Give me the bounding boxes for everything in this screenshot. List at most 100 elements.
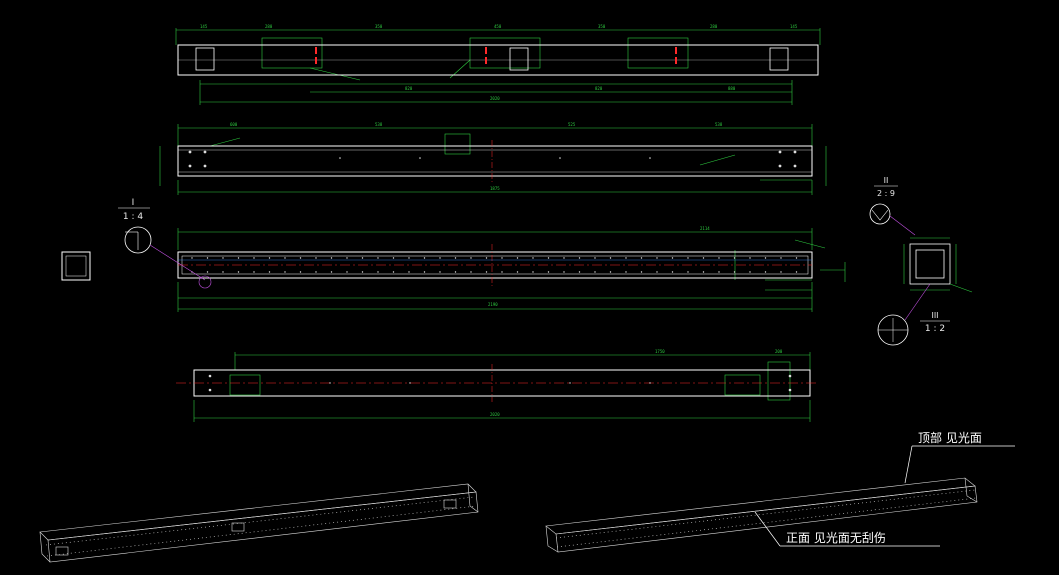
- section-hole: [485, 257, 488, 259]
- detail-3-callout: III 1 : 2: [877, 311, 950, 346]
- section-hole: [547, 271, 550, 273]
- detail-1-number: I: [132, 198, 135, 208]
- section-hole: [253, 257, 255, 259]
- section-hole: [702, 271, 705, 273]
- section-hole: [346, 257, 348, 259]
- section-hole: [501, 271, 503, 273]
- section-hole: [315, 257, 317, 259]
- section-hole: [284, 271, 286, 273]
- section-hole: [237, 271, 240, 273]
- section-hole: [454, 271, 457, 273]
- section-hole: [284, 257, 286, 259]
- top-dim-7: 145: [790, 24, 798, 29]
- section-hole: [377, 257, 379, 259]
- detail-2-scale: 2 : 9: [877, 189, 895, 198]
- section-top-dim: 2114: [700, 226, 710, 231]
- section-hole: [625, 271, 627, 273]
- front-dim-1: 600: [230, 122, 238, 127]
- section-hole: [423, 271, 426, 273]
- isometric-view-right: [545, 477, 978, 553]
- section-hole: [470, 257, 472, 259]
- section-hole: [749, 271, 751, 273]
- section-hole: [733, 271, 736, 273]
- bottom-overall-dim: 2020: [490, 412, 500, 417]
- section-hole: [516, 257, 519, 259]
- section-hole: [299, 271, 302, 273]
- top-overall-dim: 2020: [490, 96, 500, 101]
- section-hole: [749, 257, 751, 259]
- section-hole: [454, 257, 457, 259]
- front-view: 600 538 525 538 1875: [159, 122, 827, 195]
- section-hole: [687, 257, 689, 259]
- section-hole: [656, 257, 658, 259]
- bottom-view: 1750 200 2020: [176, 349, 818, 422]
- top-dim-3: 350: [375, 24, 383, 29]
- front-dim-2: 538: [375, 122, 383, 127]
- section-hole: [439, 271, 441, 273]
- detail-3-scale: 1 : 2: [925, 324, 945, 334]
- top-dim-bottom-3: 880: [728, 86, 736, 91]
- front-surface-label: 正面 见光面无刮伤: [786, 531, 886, 545]
- section-hole: [330, 271, 333, 273]
- top-dim-5: 350: [598, 24, 606, 29]
- top-dim-4: 450: [494, 24, 502, 29]
- section-hole: [408, 271, 410, 273]
- section-hole: [222, 271, 224, 273]
- section-hole: [687, 271, 689, 273]
- section-hole: [532, 271, 534, 273]
- detail-2-callout: II 2 : 9: [869, 176, 973, 321]
- section-hole: [191, 257, 193, 259]
- section-hole: [516, 271, 519, 273]
- detail-3-number: III: [931, 311, 938, 320]
- section-hole: [563, 257, 565, 259]
- bottom-dim-1: 1750: [655, 349, 665, 354]
- section-hole: [718, 271, 720, 273]
- section-hole: [733, 257, 736, 259]
- section-hole: [206, 257, 209, 259]
- top-surface-note: 顶部 见光面: [904, 430, 1015, 484]
- top-dim-bottom-1: 820: [405, 86, 413, 91]
- detail-1-callout: I 1 : 4: [118, 198, 212, 289]
- section-hole: [640, 257, 643, 259]
- section-hole: [268, 257, 271, 259]
- section-hole: [795, 271, 798, 273]
- section-hole: [594, 271, 596, 273]
- section-hole: [206, 271, 209, 273]
- front-surface-note: 正面 见光面无刮伤: [754, 511, 940, 547]
- section-hole: [656, 271, 658, 273]
- top-dim-2: 280: [265, 24, 273, 29]
- isometric-view-left: [39, 483, 479, 563]
- section-hole: [423, 257, 426, 259]
- section-hole: [764, 257, 767, 259]
- top-dim-6: 280: [710, 24, 718, 29]
- section-hole: [501, 257, 503, 259]
- section-hole: [330, 257, 333, 259]
- section-hole: [253, 271, 255, 273]
- section-hole: [485, 271, 488, 273]
- front-dim-3: 525: [568, 122, 576, 127]
- section-hole: [671, 271, 674, 273]
- section-view: 2114 2190: [177, 226, 846, 312]
- section-hole: [795, 257, 798, 259]
- section-hole: [578, 271, 581, 273]
- section-hole: [625, 257, 627, 259]
- section-hole: [237, 257, 240, 259]
- top-surface-label: 顶部 见光面: [918, 430, 982, 445]
- section-bottom-dim: 2190: [488, 302, 498, 307]
- section-hole: [222, 257, 224, 259]
- section-hole: [470, 271, 472, 273]
- section-hole: [361, 271, 364, 273]
- section-hole: [392, 271, 395, 273]
- section-hole: [408, 257, 410, 259]
- top-dim-1: 145: [200, 24, 208, 29]
- detail-1-scale: 1 : 4: [123, 212, 143, 222]
- section-hole: [640, 271, 643, 273]
- section-hole: [764, 271, 767, 273]
- section-hole: [439, 257, 441, 259]
- section-hole: [702, 257, 705, 259]
- section-hole: [315, 271, 317, 273]
- front-overall-dim: 1875: [490, 186, 500, 191]
- section-hole: [671, 257, 674, 259]
- section-hole: [563, 271, 565, 273]
